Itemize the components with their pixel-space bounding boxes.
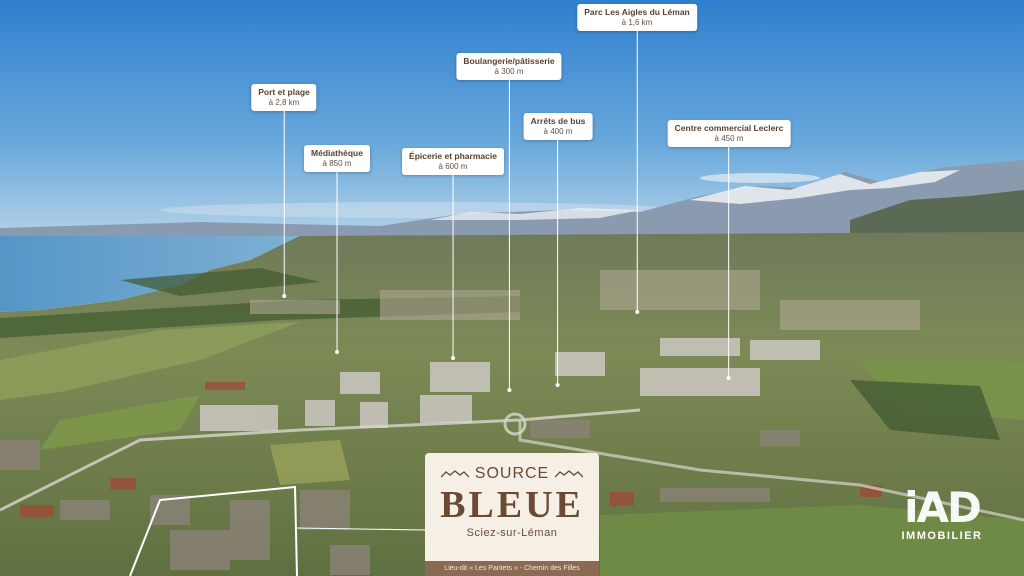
poi-distance: à 1,6 km — [621, 18, 653, 27]
poi-leader-line — [636, 31, 638, 312]
project-logo-card: SOURCE BLEUE Sciez-sur-Léman Lieu-dit « … — [425, 453, 599, 576]
logo-main-text: BLEUE — [440, 484, 584, 526]
poi-marker-dot — [635, 310, 639, 314]
poi-marker-dot — [450, 356, 455, 360]
poi-distance: à 2,8 km — [268, 98, 300, 107]
logo-top-line: SOURCE — [425, 465, 599, 483]
poi-marker-dot — [334, 350, 339, 354]
poi-name: Boulangerie/pâtisserie — [463, 56, 555, 66]
agency-brand-logo: iAD IMMOBILIER — [886, 483, 998, 543]
logo-address-footer: Lieu-dit « Les Pantets » - Chemin des Fi… — [425, 561, 599, 576]
poi-leader-line — [728, 147, 730, 378]
poi-name: Centre commercial Leclerc — [674, 123, 784, 133]
brand-mark-text: iAD — [904, 483, 982, 532]
poi-leader-line — [557, 140, 559, 385]
poi-leader-line — [336, 172, 338, 352]
poi-marker-dot — [506, 388, 511, 392]
poi-distance: à 450 m — [714, 134, 744, 143]
poi-leader-line — [283, 111, 285, 296]
poi-marker-dot — [555, 383, 560, 387]
poi-distance: à 600 m — [438, 162, 468, 171]
poi-marker-dot — [281, 294, 286, 298]
poi-name: Médiathèque — [311, 148, 363, 158]
logo-top-text: SOURCE — [474, 465, 550, 482]
poi-leader-line — [508, 80, 510, 390]
poi-name: Arrêts de bus — [530, 116, 586, 126]
poi-distance: à 850 m — [322, 159, 352, 168]
poi-name: Port et plage — [258, 87, 310, 97]
poi-name: Parc Les Aigles du Léman — [584, 7, 690, 17]
poi-distance: à 300 m — [494, 67, 524, 76]
poi-leader-line — [452, 175, 454, 358]
logo-city-text: Sciez-sur-Léman — [466, 527, 558, 539]
brand-name-text: IMMOBILIER — [901, 530, 983, 542]
poi-distance: à 400 m — [543, 127, 573, 136]
poi-name: Épicerie et pharmacie — [409, 151, 497, 161]
mountain-wave-icon — [554, 469, 583, 478]
poi-marker-dot — [726, 376, 731, 380]
mountain-wave-icon — [441, 469, 470, 478]
